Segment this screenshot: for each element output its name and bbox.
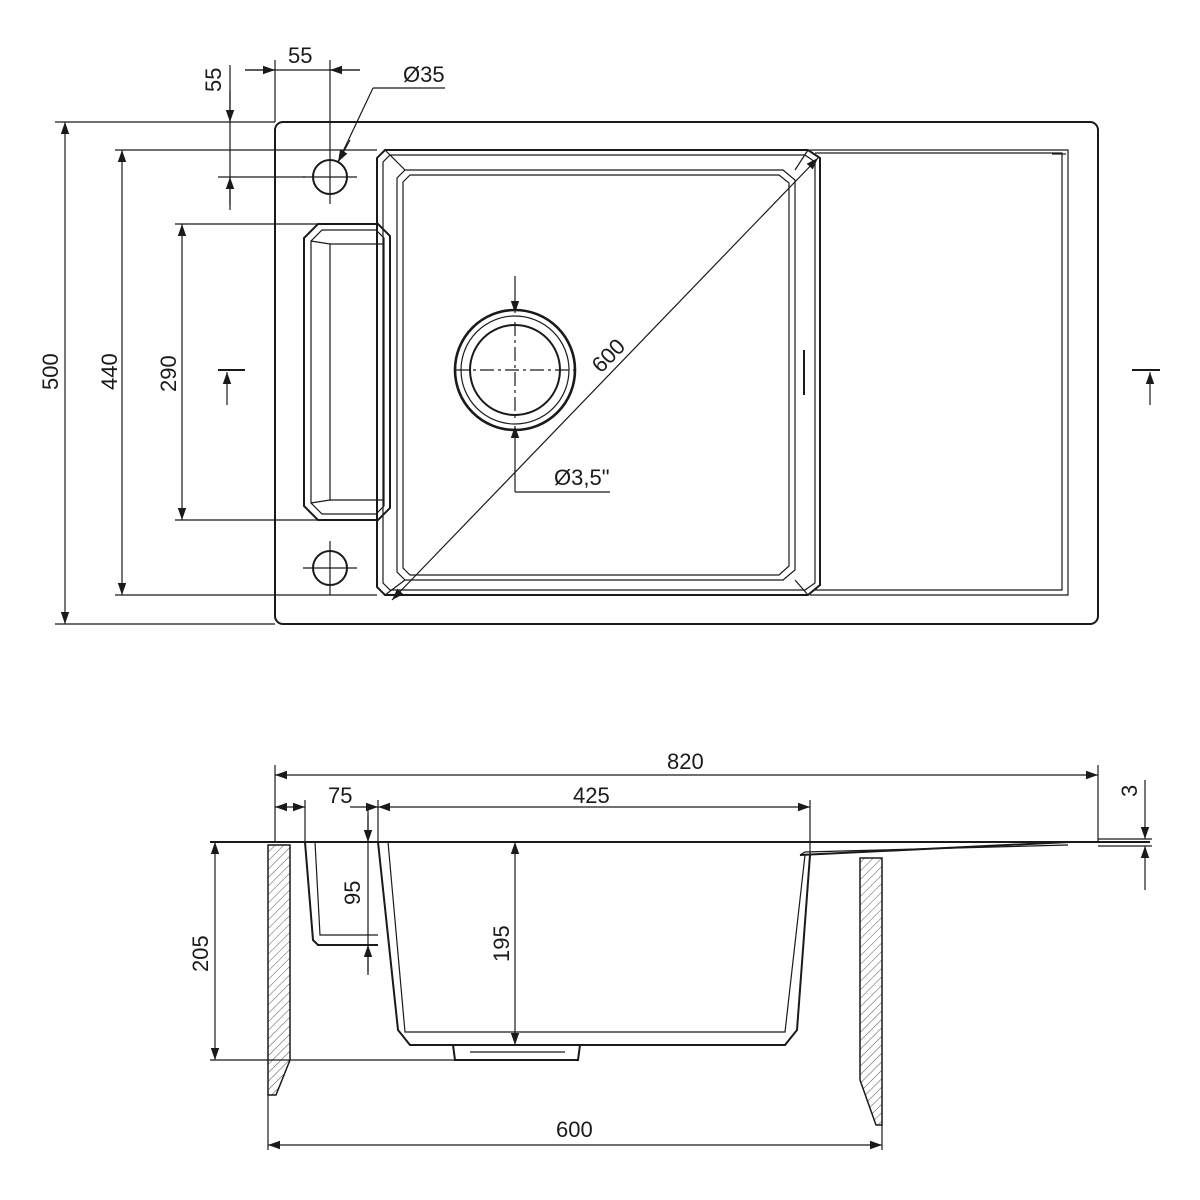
drainer-board <box>803 149 1069 596</box>
drain-section <box>452 1044 581 1061</box>
ledge-section <box>304 841 378 946</box>
waste-outlet <box>453 308 577 432</box>
dim-bowl-width-label: 425 <box>573 783 610 808</box>
dim-tap-offset-y-label: 55 <box>201 68 226 92</box>
dim-bowl-diagonal-label: 600 <box>587 334 630 378</box>
dim-bowl-depth: 440 <box>97 149 377 596</box>
dim-waste-diameter: Ø3,5" <box>510 276 610 493</box>
dim-overall-width-label: 820 <box>667 749 704 774</box>
dim-bowl-width: 425 <box>378 783 811 855</box>
tap-hole-bottom <box>303 541 357 595</box>
tap-hole-top <box>303 150 357 204</box>
dim-overall-width: 820 <box>274 749 1099 842</box>
dim-waste-diameter-label: Ø3,5" <box>554 465 610 490</box>
bowl-section <box>377 841 811 1046</box>
dim-ledge-width: 75 <box>275 783 379 842</box>
dim-bowl-depth-label: 440 <box>97 353 122 390</box>
cabinet-wall-left <box>267 844 291 1096</box>
dim-ledge-height: 95 <box>340 810 373 975</box>
section-view: 820 75 425 3 205 <box>188 749 1152 1150</box>
dim-overall-height: 205 <box>188 842 455 1061</box>
dim-bowl-height: 195 <box>489 842 520 1045</box>
dim-overall-depth: 500 <box>38 121 275 625</box>
dim-cabinet-width-label: 600 <box>556 1117 593 1142</box>
dim-drainer-depth: 290 <box>156 223 318 521</box>
dim-ledge-height-label: 95 <box>340 881 365 905</box>
top-view: Ø35 55 55 500 <box>38 43 1160 625</box>
dim-tap-offset-y: 55 <box>201 65 305 210</box>
dim-bowl-height-label: 195 <box>489 925 514 962</box>
sink-outline <box>274 121 1099 625</box>
dim-tap-hole-diameter-label: Ø35 <box>403 62 445 87</box>
dim-rim-thickness-label: 3 <box>1117 785 1142 797</box>
section-marker-left <box>218 369 245 405</box>
side-compartment <box>303 223 391 521</box>
dim-tap-hole-diameter: Ø35 <box>337 62 445 163</box>
dim-overall-depth-label: 500 <box>38 353 63 390</box>
dim-drainer-depth-label: 290 <box>156 355 181 392</box>
dim-ledge-width-label: 75 <box>328 783 352 808</box>
dim-tap-offset-x-label: 55 <box>288 43 312 68</box>
dim-tap-offset-x: 55 <box>245 43 360 150</box>
dim-overall-height-label: 205 <box>188 935 213 972</box>
cabinet-wall-right <box>859 857 883 1126</box>
dim-cabinet-width: 600 <box>267 1095 883 1150</box>
dim-rim-thickness: 3 <box>1098 780 1152 890</box>
section-marker-right <box>1132 369 1160 405</box>
